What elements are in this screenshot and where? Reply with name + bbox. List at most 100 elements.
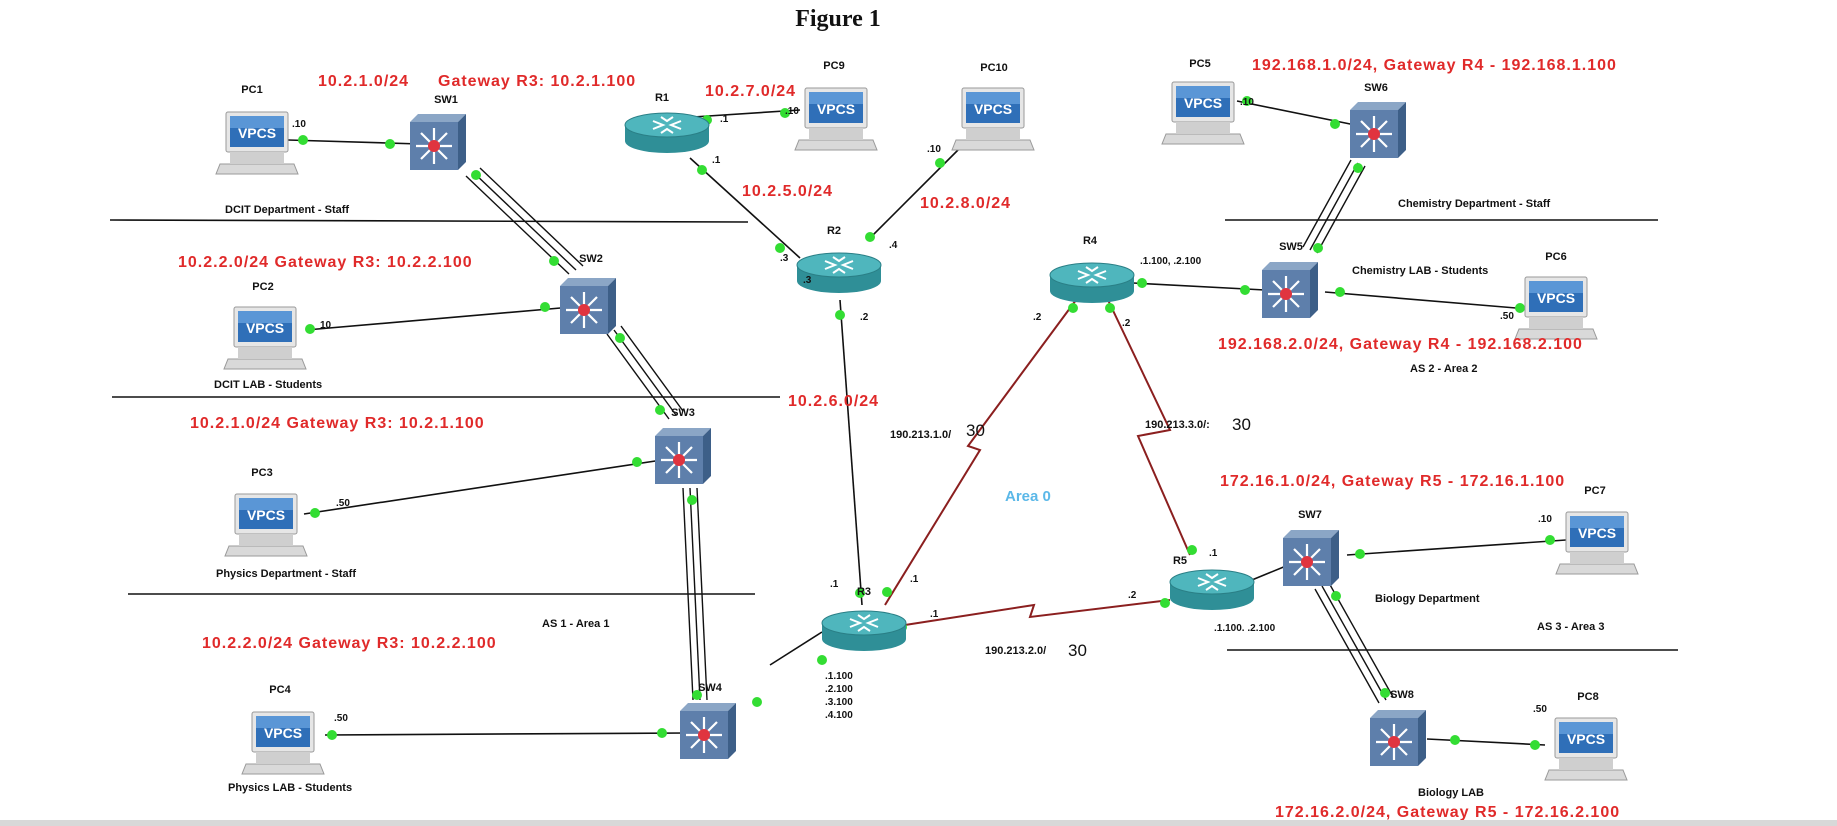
section-as1: AS 1 - Area 1 — [542, 618, 609, 630]
subnet-pc8: 172.16.2.0/24, Gateway R5 - 172.16.2.100 — [1275, 804, 1620, 821]
ip-r2-r1: .3 — [780, 253, 789, 264]
switch-sw1[interactable] — [408, 112, 468, 172]
ip-r1-r2: .1 — [712, 155, 721, 166]
sw6-label: SW6 — [1364, 82, 1388, 94]
sw4-label: SW4 — [698, 682, 723, 694]
wan-r3-r4-mask: 30 — [966, 421, 985, 440]
pc-pc5[interactable]: VPCS — [1161, 81, 1245, 145]
ip-r5-r4: .1 — [1209, 548, 1218, 559]
wan-r3-r5: 190.213.2.0/ — [985, 645, 1046, 657]
pc-pc8[interactable]: VPCS — [1544, 717, 1628, 781]
switch-sw6[interactable] — [1348, 100, 1408, 160]
subnet-pc2: 10.2.2.0/24 Gateway R3: 10.2.2.100 — [178, 254, 473, 271]
router-r3[interactable] — [821, 610, 907, 652]
switch-sw2[interactable] — [558, 276, 618, 336]
ip-pc2: 10 — [320, 320, 332, 331]
ip-pc3: .50 — [336, 498, 350, 509]
section-labels: DCIT Department - Staff DCIT LAB - Stude… — [214, 198, 1604, 799]
area0-label: Area 0 — [1005, 488, 1051, 505]
separator-lines — [109, 219, 1678, 651]
vpcs-label: VPCS — [1184, 95, 1222, 111]
vpcs-label: VPCS — [247, 507, 285, 523]
router-r2[interactable] — [796, 252, 882, 294]
section-as2: AS 2 - Area 2 — [1410, 363, 1477, 375]
subnet-pc5: 192.168.1.0/24, Gateway R4 - 192.168.1.1… — [1252, 57, 1617, 74]
vpcs-label: VPCS — [974, 101, 1012, 117]
pc10-label: PC10 — [980, 62, 1008, 74]
pc-pc7[interactable]: VPCS — [1555, 511, 1639, 575]
subnet-pc7: 172.16.1.0/24, Gateway R5 - 172.16.1.100 — [1220, 473, 1565, 490]
wan-r4-r5: 190.213.3.0/: — [1145, 419, 1210, 431]
vpcs-label: VPCS — [246, 320, 284, 336]
r1-label: R1 — [655, 92, 669, 104]
ip-pc6: .50 — [1500, 311, 1514, 322]
router-r1[interactable] — [624, 112, 710, 154]
section-as3: AS 3 - Area 3 — [1537, 621, 1604, 633]
sw1-label: SW1 — [434, 94, 458, 106]
switch-sw3[interactable] — [653, 426, 713, 486]
r5-label: R5 — [1173, 555, 1187, 567]
router-r4[interactable] — [1049, 262, 1135, 304]
interface-labels: .10 10 .50 .50 .10 .50 .10 .50 .10 .10 .… — [292, 97, 1552, 724]
wan-r4-r5-mask: 30 — [1232, 415, 1251, 434]
section-physics-staff: Physics Department - Staff — [216, 568, 356, 580]
ip-r3-sub2: .2.100 — [825, 684, 853, 695]
figure-title: Figure 1 — [795, 6, 881, 32]
switch-sw4[interactable] — [678, 701, 738, 761]
section-physics-lab: Physics LAB - Students — [228, 782, 352, 794]
switch-sw7[interactable] — [1281, 528, 1341, 588]
ip-r2-r3: .2 — [860, 312, 869, 323]
vpcs-label: VPCS — [1537, 290, 1575, 306]
subnet-r1-r2: 10.2.5.0/24 — [742, 183, 833, 200]
ip-r3-sub1: .1.100 — [825, 671, 853, 682]
pc3-label: PC3 — [251, 467, 272, 479]
ip-pc5: .10 — [1240, 97, 1254, 108]
ip-r3-sub4: .4.100 — [825, 710, 853, 721]
switch-sw5[interactable] — [1260, 260, 1320, 320]
ip-r2-inner: .3 — [803, 275, 812, 286]
ip-pc8: .50 — [1533, 704, 1547, 715]
pc-pc10[interactable]: VPCS — [951, 87, 1035, 151]
vpcs-label: VPCS — [264, 725, 302, 741]
pc-pc6[interactable]: VPCS — [1514, 276, 1598, 340]
pc9-label: PC9 — [823, 60, 844, 72]
wan-labels: 190.213.1.0/ 30 190.213.3.0/: 30 190.213… — [890, 415, 1251, 660]
sw3-label: SW3 — [671, 407, 695, 419]
pc-pc2[interactable]: VPCS — [223, 306, 307, 370]
pc-pc4[interactable]: VPCS — [241, 711, 325, 775]
r2-label: R2 — [827, 225, 841, 237]
pc1-label: PC1 — [241, 84, 262, 96]
vpcs-label: VPCS — [1578, 525, 1616, 541]
ip-pc10: .10 — [927, 144, 941, 155]
router-r5[interactable] — [1169, 569, 1255, 611]
subnet-r2-r3: 10.2.6.0/24 — [788, 393, 879, 410]
ip-r4-r5: .2 — [1122, 318, 1131, 329]
section-bio-dept: Biology Department — [1375, 593, 1480, 605]
pc-pc1[interactable]: VPCS — [215, 111, 299, 175]
subnet-pc1-network: 10.2.1.0/24 — [318, 73, 409, 90]
wan-r3-r5-mask: 30 — [1068, 641, 1087, 660]
ip-r3-r5: .1 — [930, 609, 939, 620]
switch-sw8[interactable] — [1368, 708, 1428, 768]
ip-r4-sw5: .1.100, .2.100 — [1140, 256, 1202, 267]
pc4-label: PC4 — [269, 684, 291, 696]
vpcs-label: VPCS — [238, 125, 276, 141]
section-bio-lab: Biology LAB — [1418, 787, 1484, 799]
pc-pc3[interactable]: VPCS — [224, 493, 308, 557]
sw2-label: SW2 — [579, 253, 603, 265]
subnet-annotations: 10.2.1.0/24 Gateway R3: 10.2.1.100 10.2.… — [178, 57, 1620, 821]
pc5-label: PC5 — [1189, 58, 1210, 70]
bottom-scrollbar — [0, 820, 1837, 826]
subnet-pc3: 10.2.1.0/24 Gateway R3: 10.2.1.100 — [190, 415, 485, 432]
pc7-label: PC7 — [1584, 485, 1605, 497]
section-chem-staff: Chemistry Department - Staff — [1398, 198, 1551, 210]
sw5-label: SW5 — [1279, 241, 1303, 253]
pc-pc9[interactable]: VPCS — [794, 87, 878, 151]
ip-r4-r3: .2 — [1033, 312, 1042, 323]
section-dcit-staff: DCIT Department - Staff — [225, 204, 349, 216]
ip-r2-pc10: .4 — [889, 240, 898, 251]
port-dots — [298, 96, 1555, 750]
pc2-label: PC2 — [252, 281, 273, 293]
ip-r5-sub: .1.100. .2.100 — [1214, 623, 1276, 634]
